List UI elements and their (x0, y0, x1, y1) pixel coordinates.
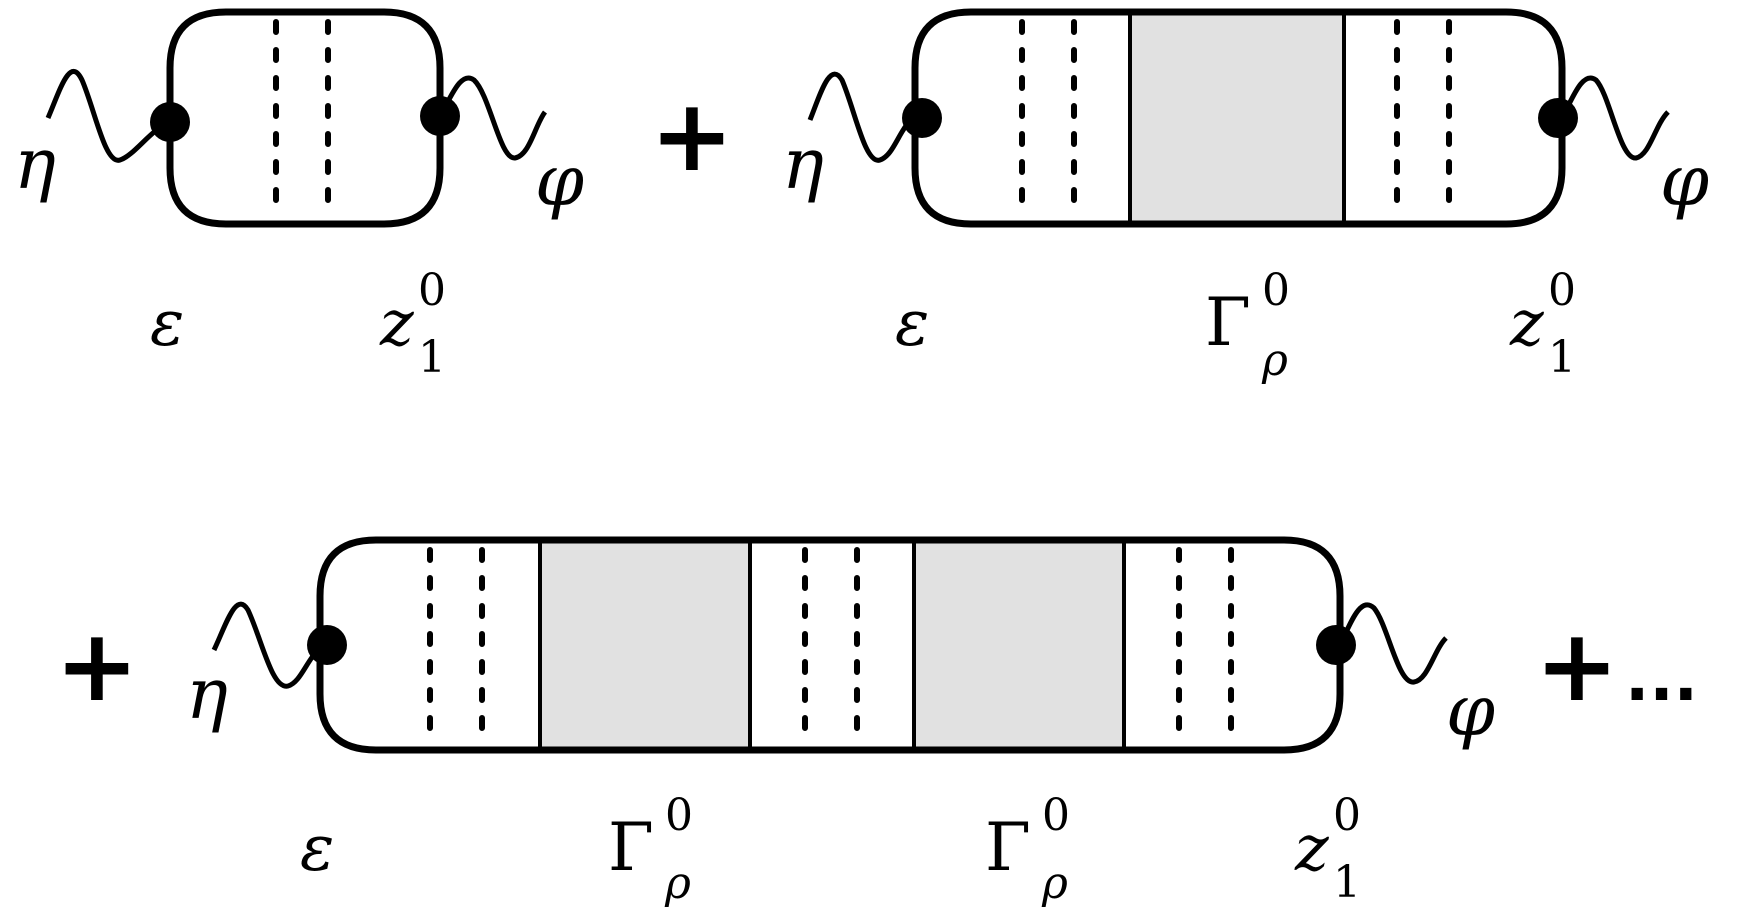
wavy-line-phi (437, 75, 548, 161)
z10-label: z 1 0 (1294, 790, 1361, 908)
loop-outline (316, 536, 1344, 754)
wavy-line-phi (1337, 602, 1448, 685)
wavy-line-eta (211, 601, 324, 689)
wavy-line-eta (45, 69, 172, 163)
diagram-term-3: η φ ε Γ ρ 0 Γ ρ 0 z 1 0 (186, 536, 1495, 909)
vertex-dot (1316, 625, 1356, 665)
gamma-rho-label: Γ ρ 0 (1205, 265, 1290, 386)
epsilon-label: ε (150, 287, 184, 361)
vertex-dot (150, 102, 190, 142)
ellipsis: ... (1625, 642, 1698, 716)
svg-text:0: 0 (1042, 790, 1070, 841)
eta-label: η (782, 123, 824, 205)
wavy-line-phi (1559, 75, 1670, 161)
phi-label: φ (1660, 140, 1709, 222)
z10-label: z 1 0 (379, 265, 446, 383)
svg-text:1: 1 (1548, 332, 1576, 383)
svg-text:Γ: Γ (985, 809, 1031, 886)
svg-text:ρ: ρ (664, 858, 691, 909)
svg-text:0: 0 (1262, 265, 1290, 316)
vertex-dot (1538, 98, 1578, 138)
vertex-block (1130, 12, 1344, 224)
diagram-term-2: η φ ε Γ ρ 0 z 1 0 (782, 8, 1709, 386)
svg-text:0: 0 (418, 265, 446, 316)
eta-label: η (186, 653, 228, 735)
plus-operator: + (1535, 607, 1619, 724)
svg-text:ρ: ρ (1261, 335, 1288, 386)
gamma-rho-label: Γ ρ 0 (608, 790, 693, 909)
svg-text:z: z (379, 287, 415, 361)
diagram-term-1: η φ ε z 1 0 (14, 8, 584, 383)
svg-text:z: z (1294, 812, 1330, 886)
svg-text:Γ: Γ (1205, 284, 1251, 361)
vertex-block (914, 540, 1124, 750)
gamma-rho-label: Γ ρ 0 (985, 790, 1070, 909)
svg-text:1: 1 (418, 332, 446, 383)
epsilon-label: ε (895, 287, 929, 361)
vertex-dot (902, 98, 942, 138)
wavy-line-eta (807, 71, 917, 163)
z10-label: z 1 0 (1509, 265, 1576, 383)
svg-text:Γ: Γ (608, 809, 654, 886)
plus-operator: + (650, 77, 734, 194)
svg-text:1: 1 (1333, 857, 1361, 908)
svg-text:ρ: ρ (1041, 858, 1068, 909)
svg-text:0: 0 (1333, 790, 1361, 841)
phi-label: φ (535, 140, 584, 222)
vertex-dot (307, 625, 347, 665)
vertex-block (540, 540, 750, 750)
svg-text:0: 0 (1548, 265, 1576, 316)
vertex-dot (420, 96, 460, 136)
epsilon-label: ε (300, 812, 334, 886)
phi-label: φ (1446, 670, 1495, 752)
plus-operator: + (55, 607, 139, 724)
eta-label: η (14, 123, 56, 205)
svg-text:0: 0 (665, 790, 693, 841)
svg-text:z: z (1509, 287, 1545, 361)
loop-outline (166, 8, 444, 228)
